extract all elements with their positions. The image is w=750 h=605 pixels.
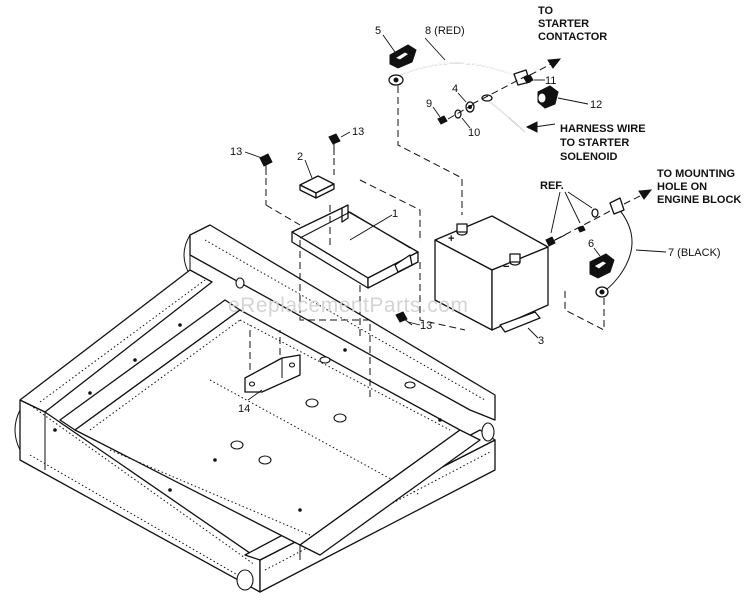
- callout-13-top: 13: [352, 126, 364, 138]
- callout-10: 10: [468, 127, 480, 139]
- starter-note-line1: TO: [538, 5, 554, 17]
- part-10-lockwasher[interactable]: 10: [454, 109, 480, 139]
- part-2-hold-down-clamp[interactable]: 2: [297, 151, 335, 199]
- part-7-black-cable[interactable]: 7 (BLACK) TO MOUNTING HOLE ON ENGINE BLO…: [564, 168, 741, 331]
- part-4-washer[interactable]: 4: [452, 83, 475, 113]
- callout-13-lower: 13: [420, 320, 432, 332]
- battery-negative-mark: −: [503, 261, 509, 273]
- part-11-nut[interactable]: 11: [523, 74, 556, 87]
- callout-1: 1: [392, 208, 398, 220]
- callout-3: 3: [538, 335, 544, 347]
- harness-note-line2: TO STARTER: [560, 137, 629, 149]
- callout-14: 14: [238, 403, 250, 415]
- mount-note-line1: TO MOUNTING: [657, 168, 735, 180]
- callout-13-left: 13: [230, 146, 242, 158]
- callout-4: 4: [452, 83, 458, 95]
- starter-note-line3: CONTACTOR: [538, 31, 607, 43]
- part-3-battery[interactable]: + − 3: [434, 215, 549, 347]
- part-8-red-cable[interactable]: 8 (RED): [388, 25, 531, 215]
- ref-label: REF.: [540, 180, 564, 192]
- watermark-text: eReplacementParts.com: [228, 294, 468, 317]
- part-5-terminal-cover[interactable]: 5: [375, 25, 417, 69]
- mount-note-line3: ENGINE BLOCK: [657, 194, 741, 206]
- harness-wire[interactable]: HARNESS WIRE TO STARTER SOLENOID: [471, 74, 646, 163]
- part-13-screw-top[interactable]: 13: [328, 126, 364, 175]
- part-1-battery-tray[interactable]: 1: [291, 204, 419, 289]
- part-12-boot[interactable]: 12: [537, 85, 602, 111]
- callout-9: 9: [426, 98, 432, 110]
- callout-5: 5: [375, 25, 381, 37]
- ref-hardware[interactable]: REF.: [540, 180, 613, 247]
- battery-positive-mark: +: [448, 233, 454, 245]
- part-to-starter-arrow: TO STARTER CONTACTOR: [529, 5, 607, 76]
- callout-8: 8 (RED): [425, 25, 465, 37]
- callout-2: 2: [297, 151, 303, 163]
- part-6-terminal-cover[interactable]: 6: [588, 238, 615, 279]
- callout-7: 7 (BLACK): [668, 247, 721, 259]
- harness-note-line3: SOLENOID: [560, 151, 618, 163]
- callout-11: 11: [545, 75, 556, 87]
- callout-12: 12: [590, 99, 602, 111]
- part-14-bracket[interactable]: 14: [238, 325, 301, 415]
- part-13-screw-left[interactable]: 13: [230, 146, 301, 226]
- generator-base-frame: [14, 224, 496, 593]
- mount-note-line2: HOLE ON: [657, 181, 707, 193]
- left-side-rail: [19, 269, 213, 413]
- harness-note-line1: HARNESS WIRE: [560, 123, 646, 135]
- callout-6: 6: [588, 238, 594, 250]
- part-9-nut[interactable]: 9: [426, 98, 475, 125]
- part-13-screw-lower[interactable]: 13: [395, 311, 432, 332]
- starter-note-line2: STARTER: [538, 18, 589, 30]
